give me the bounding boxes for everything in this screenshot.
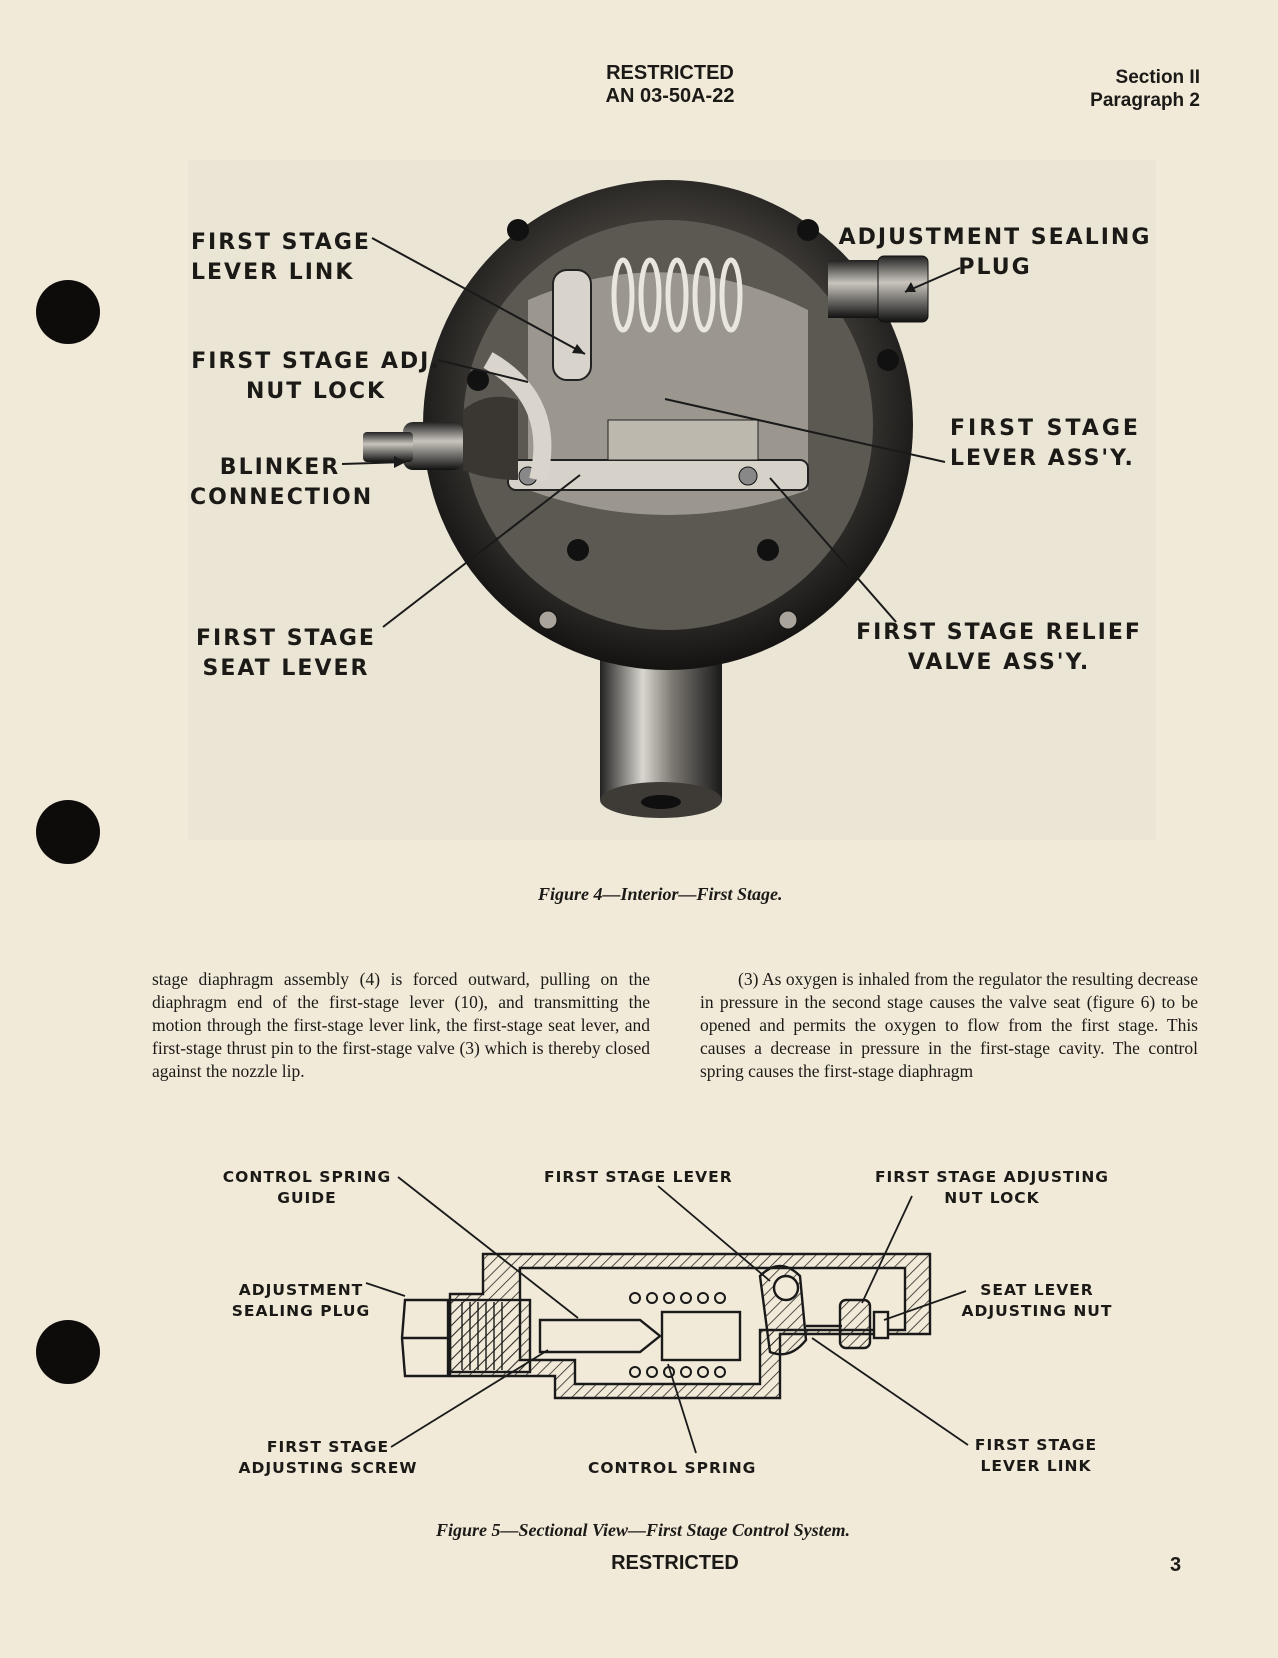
label-adjustment-sealing-plug-5: ADJUSTMENT SEALING PLUG: [231, 1281, 371, 1320]
binder-hole-middle: [36, 800, 100, 864]
header-classification: RESTRICTED: [606, 62, 734, 84]
label-first-stage-relief-valve-assy: FIRST STAGE RELIEF VALVE ASS'Y.: [856, 620, 1142, 675]
label-seat-lever-adjusting-nut: SEAT LEVER ADJUSTING NUT: [961, 1281, 1113, 1320]
figure-5-caption: Figure 5—Sectional View—First Stage Cont…: [436, 1520, 851, 1540]
label-first-stage-seat-lever: FIRST STAGE SEAT LEVER: [196, 626, 376, 681]
figure-4-caption: Figure 4—Interior—First Stage.: [538, 884, 783, 904]
binder-hole-bottom: [36, 1320, 100, 1384]
label-first-stage-adjusting-screw: FIRST STAGE ADJUSTING SCREW: [238, 1438, 418, 1477]
label-adjustment-sealing-plug: ADJUSTMENT SEALING PLUG: [838, 225, 1152, 280]
label-control-spring: CONTROL SPRING: [588, 1459, 757, 1477]
body-right-column: (3) As oxygen is inhaled from the regula…: [700, 969, 1198, 1081]
label-first-stage-lever-link-5: FIRST STAGE LEVER LINK: [974, 1436, 1098, 1475]
label-first-stage-adjusting-nut-lock: FIRST STAGE ADJUSTING NUT LOCK: [874, 1168, 1110, 1207]
header-paragraph: Paragraph 2: [1090, 90, 1200, 111]
label-control-spring-guide: CONTROL SPRING GUIDE: [222, 1168, 392, 1207]
page-header-center: RESTRICTED AN 03-50A-22: [540, 62, 800, 108]
label-first-stage-adj-nut-lock: FIRST STAGE ADJ. NUT LOCK: [191, 349, 441, 404]
page-header-right: Section II Paragraph 2: [1000, 66, 1200, 112]
label-blinker-connection: BLINKER CONNECTION: [190, 455, 374, 510]
header-section: Section II: [1115, 67, 1200, 88]
label-first-stage-lever-link: FIRST STAGE LEVER LINK: [191, 230, 371, 285]
label-first-stage-lever-assy: FIRST STAGE LEVER ASS'Y.: [950, 416, 1141, 471]
binder-hole-top: [36, 280, 100, 344]
body-left-column: stage diaphragm assembly (4) is forced o…: [152, 969, 650, 1081]
header-doc-number: AN 03-50A-22: [605, 85, 735, 107]
footer-classification: RESTRICTED: [611, 1552, 739, 1574]
page-number: 3: [1170, 1554, 1182, 1576]
label-first-stage-lever: FIRST STAGE LEVER: [544, 1168, 733, 1186]
